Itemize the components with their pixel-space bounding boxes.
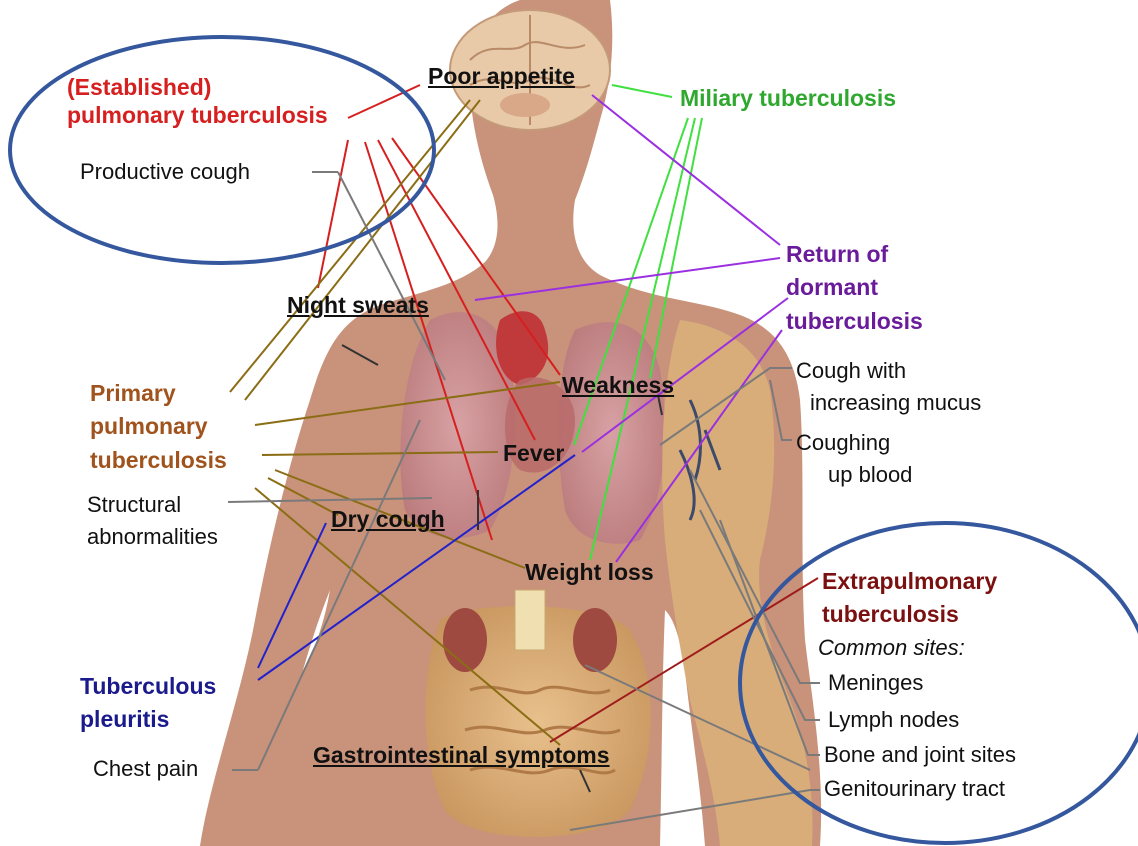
- return-dormant-line1: Return of: [786, 238, 923, 271]
- site-bone-joint: Bone and joint sites: [824, 742, 1016, 768]
- common-sites-subtitle: Common sites:: [818, 635, 965, 661]
- pleuritis-line2: pleuritis: [80, 703, 216, 736]
- site-genitourinary: Genitourinary tract: [824, 776, 1005, 802]
- coughing-blood-line1: Coughing: [796, 427, 912, 459]
- return-dormant-tb-label: Return of dormant tuberculosis: [786, 238, 923, 338]
- return-dormant-line2: dormant: [786, 271, 923, 304]
- established-tb-line2: pulmonary tuberculosis: [67, 102, 328, 130]
- symptom-weakness: Weakness: [562, 372, 674, 399]
- structural-line1: Structural: [87, 489, 218, 521]
- return-dormant-line3: tuberculosis: [786, 305, 923, 338]
- symptom-fever: Fever: [503, 440, 564, 467]
- primary-tb-line1: Primary: [90, 377, 227, 410]
- symptom-weight-loss: Weight loss: [525, 559, 654, 586]
- primary-tb-line2: pulmonary: [90, 410, 227, 443]
- tuberculous-pleuritis-label: Tuberculous pleuritis: [80, 670, 216, 737]
- detail-productive-cough: Productive cough: [80, 159, 250, 185]
- miliary-tb-label: Miliary tuberculosis: [680, 85, 896, 113]
- symptom-night-sweats: Night sweats: [287, 292, 429, 319]
- detail-chest-pain: Chest pain: [93, 756, 198, 782]
- extrapulmonary-tb-label: Extrapulmonary tuberculosis: [822, 565, 997, 632]
- established-highlight-ellipse: [10, 37, 434, 263]
- extrapulmonary-line2: tuberculosis: [822, 598, 997, 631]
- primary-tb-line3: tuberculosis: [90, 444, 227, 477]
- structural-line2: abnormalities: [87, 521, 218, 553]
- coughing-blood-line2: up blood: [796, 459, 912, 491]
- symptom-dry-cough: Dry cough: [331, 506, 445, 533]
- site-meninges: Meninges: [828, 670, 923, 696]
- symptom-gastrointestinal: Gastrointestinal symptoms: [313, 742, 610, 769]
- primary-tb-label: Primary pulmonary tuberculosis: [90, 377, 227, 477]
- abdomen-illustration: [426, 590, 651, 837]
- established-tb-label: (Established) pulmonary tuberculosis: [67, 74, 328, 129]
- cough-mucus-line1: Cough with: [796, 355, 981, 387]
- detail-structural-abnormalities: Structural abnormalities: [87, 489, 218, 553]
- symptom-poor-appetite: Poor appetite: [428, 63, 575, 90]
- detail-coughing-blood: Coughing up blood: [796, 427, 912, 491]
- extrapulmonary-line1: Extrapulmonary: [822, 565, 997, 598]
- cough-mucus-line2: increasing mucus: [796, 387, 981, 419]
- detail-cough-with-mucus: Cough with increasing mucus: [796, 355, 981, 419]
- site-lymph-nodes: Lymph nodes: [828, 707, 959, 733]
- pleuritis-line1: Tuberculous: [80, 670, 216, 703]
- established-tb-line1: (Established): [67, 74, 328, 102]
